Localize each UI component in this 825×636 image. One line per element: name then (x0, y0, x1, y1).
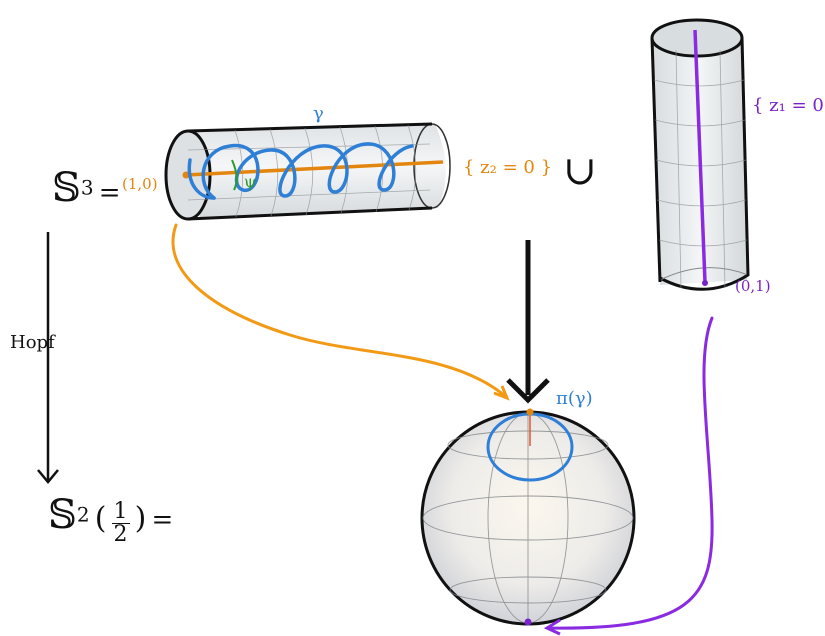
south-pole-point (524, 618, 532, 626)
sphere-s2 (420, 408, 636, 626)
center-arrow-head (506, 378, 550, 404)
psi-angle-arc (231, 159, 238, 191)
point-0-1 (702, 280, 708, 286)
hopf-label: Hopf (10, 332, 55, 353)
one-half-fraction: 1 2 (111, 499, 130, 547)
point-1-0 (182, 171, 190, 179)
z2-axis-line (185, 160, 444, 177)
orange-curved-arrow (171, 223, 507, 398)
union-symbol: ∪ (563, 148, 597, 194)
s3-label: 𝕊3 = (52, 165, 121, 211)
north-pole-point (526, 408, 534, 416)
vertical-cylinder (650, 18, 750, 291)
horizontal-cylinder (164, 122, 451, 221)
pi-gamma-label: π(γ) (556, 388, 593, 409)
z1-set-label: { z₁ = 0 } (752, 95, 825, 116)
z1-axis-line (693, 29, 707, 283)
gamma-helix (201, 142, 414, 200)
point-0-1-label: (0,1) (735, 277, 771, 295)
s2-label: 𝕊2 ( 1 2 ) = (48, 492, 174, 547)
point-1-0-label: (1,0) (122, 175, 158, 193)
psi-label: ψ (244, 172, 257, 191)
gamma-label: γ (313, 103, 324, 124)
purple-curved-arrow (546, 316, 714, 630)
hopf-arrow-head (37, 469, 59, 484)
z2-set-label: { z₂ = 0 } (463, 157, 553, 178)
